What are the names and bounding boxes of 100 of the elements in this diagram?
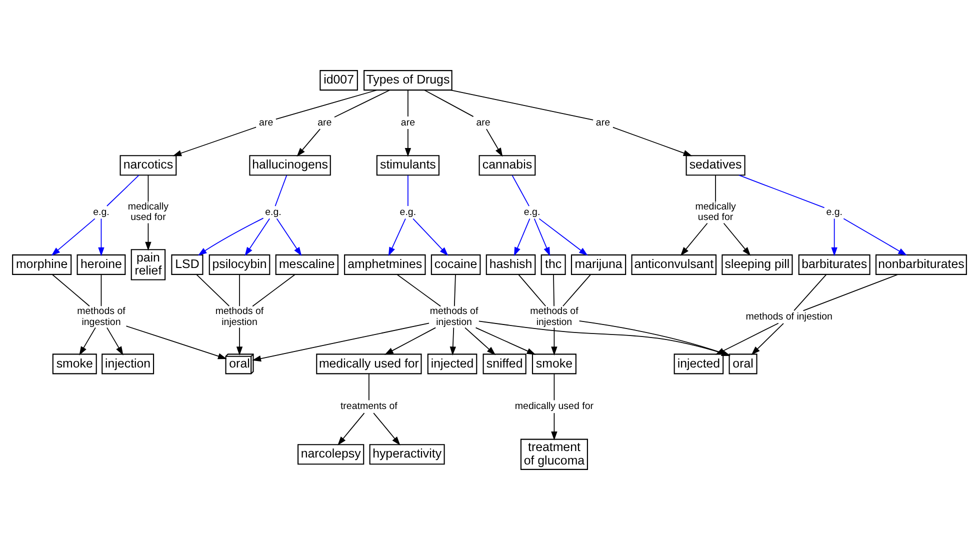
node-box: smoke — [532, 353, 576, 374]
node-text: methods of injestion — [430, 306, 478, 328]
node-text: e.g. — [93, 206, 110, 218]
arrow — [252, 322, 430, 362]
node-box: sleeping pill — [722, 254, 793, 274]
node-text: methods of injestion — [215, 306, 264, 328]
node-box: hallucinogens — [249, 154, 331, 176]
arrow — [514, 218, 530, 256]
connector — [274, 174, 288, 206]
node-box: narcotics — [120, 154, 177, 176]
connector — [100, 274, 102, 306]
arrow — [51, 218, 96, 256]
arrow — [464, 326, 496, 355]
node-box: smoke — [52, 353, 97, 374]
node-box: amphetmines — [344, 254, 426, 274]
arrow — [198, 217, 264, 256]
node-box: pain relief — [130, 248, 166, 280]
connector — [802, 274, 898, 311]
node-text: are — [318, 116, 332, 128]
arrow — [172, 126, 256, 156]
connector — [368, 372, 370, 400]
node-text: e.g. — [265, 206, 282, 218]
node-box: injected — [674, 353, 724, 374]
arrow — [534, 218, 550, 256]
node-text: medically used for — [128, 201, 169, 223]
connector — [275, 89, 378, 120]
arrow — [831, 218, 838, 256]
node-box: hashish — [486, 254, 536, 274]
node-text: e.g. — [826, 206, 842, 218]
arrow — [551, 412, 558, 440]
arrow — [751, 322, 784, 354]
arrow — [538, 218, 588, 256]
arrow — [236, 326, 243, 356]
node-box: cocaine — [430, 254, 481, 274]
node-box: oral — [728, 353, 758, 374]
arrow — [384, 326, 436, 354]
node-text: are — [400, 116, 415, 128]
node-box: narcolepsy — [298, 444, 364, 464]
arrow — [244, 218, 270, 256]
node-box: stimulants — [376, 154, 440, 176]
node-box: heroine — [76, 254, 126, 274]
connector — [106, 174, 140, 206]
connector — [562, 274, 592, 306]
arrow — [475, 326, 536, 354]
node-box: injected — [427, 353, 478, 374]
node-box: id007 — [320, 70, 358, 90]
node-text: are — [259, 116, 274, 128]
node-box: sedatives — [686, 154, 746, 176]
node-text: methods of injestion — [530, 306, 578, 328]
connector — [554, 372, 555, 400]
node-text: e.g. — [400, 206, 416, 218]
node-box: nonbarbiturates — [875, 254, 967, 274]
connector — [334, 89, 390, 118]
connector — [424, 89, 474, 116]
arrow — [612, 126, 692, 156]
arrow — [404, 128, 412, 156]
connector — [794, 274, 827, 311]
node-text: are — [596, 116, 610, 128]
connector — [396, 274, 442, 306]
connector — [518, 274, 546, 306]
arrow — [388, 218, 406, 256]
node-box: mescaline — [275, 254, 338, 274]
arrow — [276, 218, 302, 256]
node-text: methods of injestion — [746, 310, 832, 322]
node-box: morphine — [12, 254, 72, 274]
node-box: sniffed — [482, 353, 526, 374]
arrow — [98, 218, 104, 256]
arrow — [373, 412, 400, 445]
arrow — [338, 412, 365, 445]
arrow — [680, 222, 708, 256]
node-text: medically used for — [514, 400, 594, 412]
node-text: methods of ingestion — [77, 306, 126, 328]
arrow — [145, 222, 152, 250]
connector — [239, 274, 240, 306]
arrow — [450, 326, 456, 356]
node-box: medically used for — [316, 353, 422, 374]
arrow — [79, 326, 96, 355]
node-text: medically used for — [695, 201, 736, 223]
arrow — [843, 218, 908, 256]
node-box: anticonvulsant — [631, 254, 717, 274]
node-box: psilocybin — [208, 254, 270, 274]
node-box: marijuna — [570, 254, 626, 274]
arrow — [551, 326, 558, 356]
connector — [52, 274, 90, 306]
node-text: are — [476, 116, 490, 128]
node-box: cannabis — [478, 154, 536, 176]
node-box: injection — [102, 353, 154, 374]
connector — [553, 274, 554, 306]
connector — [512, 174, 530, 206]
arrow — [126, 325, 227, 359]
connector — [148, 174, 149, 202]
node-box: Types of Drugs — [364, 70, 452, 90]
connector — [715, 174, 716, 202]
node-box: treatment of glucoma — [520, 438, 588, 470]
node-box: hyperactivity — [369, 444, 445, 464]
node-box: barbiturates — [798, 254, 870, 274]
connector — [252, 274, 296, 306]
node-box: thc — [540, 254, 566, 274]
arrow — [296, 128, 321, 156]
arrow — [723, 222, 751, 256]
